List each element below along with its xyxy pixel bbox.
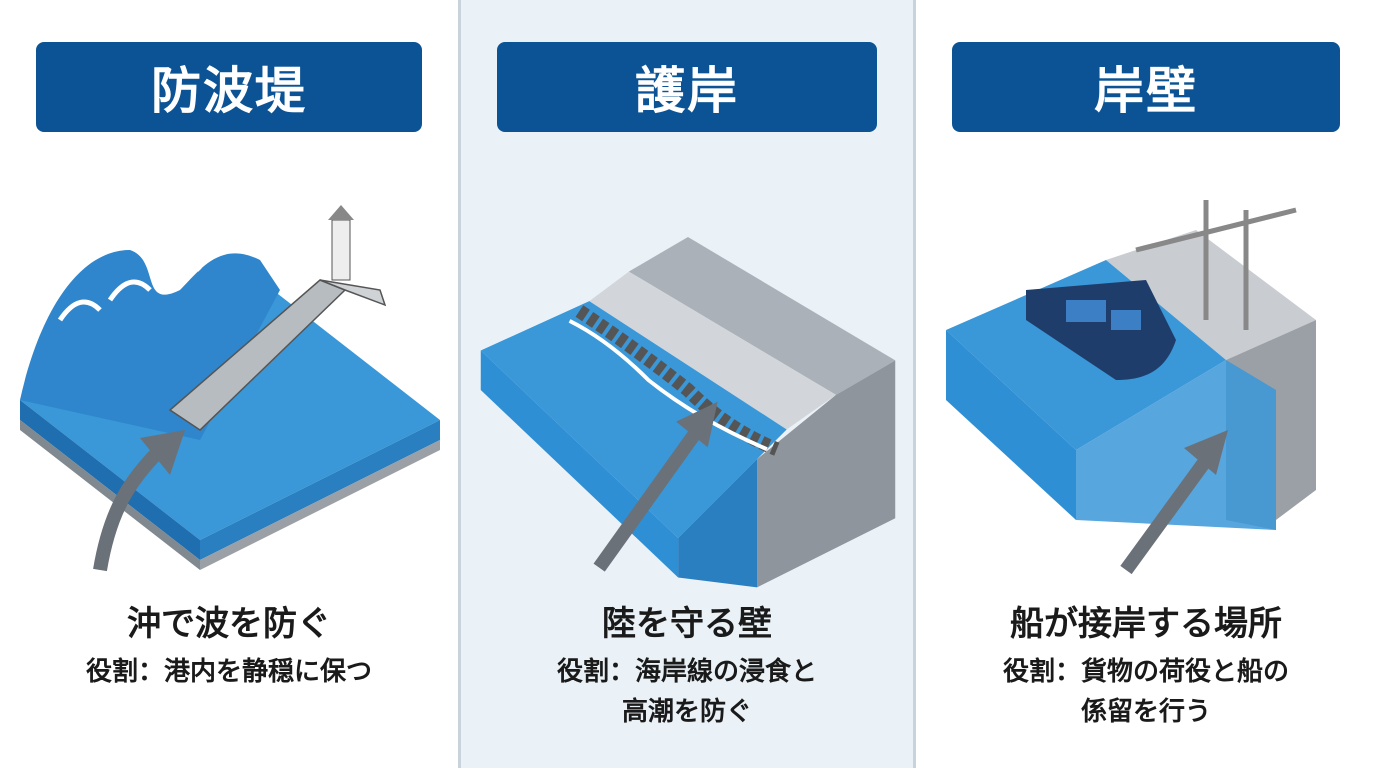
revetment-panel: 護岸 陸を守る壁 役割：海岸線の浸食と 高潮を防ぐ: [458, 0, 916, 768]
arrow-icon: [1120, 430, 1228, 575]
quay-heading: 岸壁: [952, 42, 1340, 132]
revetment-heading: 護岸: [497, 42, 877, 132]
breakwater-heading: 防波堤: [36, 42, 422, 132]
quay-role: 役割：貨物の荷役と船の 係留を行う: [1002, 657, 1289, 727]
breakwater-role: 役割：港内を静穏に保つ: [85, 657, 372, 687]
arrow-icon: [593, 401, 718, 572]
breakwater-panel: 防波堤 沖で波を防ぐ 役割：港内を静穏に保つ: [0, 0, 458, 768]
revetment-illustration: [480, 237, 896, 588]
breakwater-title: 沖で波を防ぐ: [127, 604, 331, 644]
ship-icon: [1026, 280, 1176, 380]
quay-panel: 岸壁 船が接岸する場所 役割：貨物の荷役と船の 係留を行う: [916, 0, 1376, 768]
rock-rubble: [575, 305, 780, 456]
arrow-icon: [93, 430, 185, 572]
breakwater-illustration: [20, 205, 440, 572]
revetment-title: 陸を守る壁: [602, 604, 772, 644]
revetment-role: 役割：海岸線の浸食と 高潮を防ぐ: [556, 657, 817, 727]
quay-illustration: [946, 200, 1316, 575]
quay-title: 船が接岸する場所: [1010, 604, 1282, 644]
